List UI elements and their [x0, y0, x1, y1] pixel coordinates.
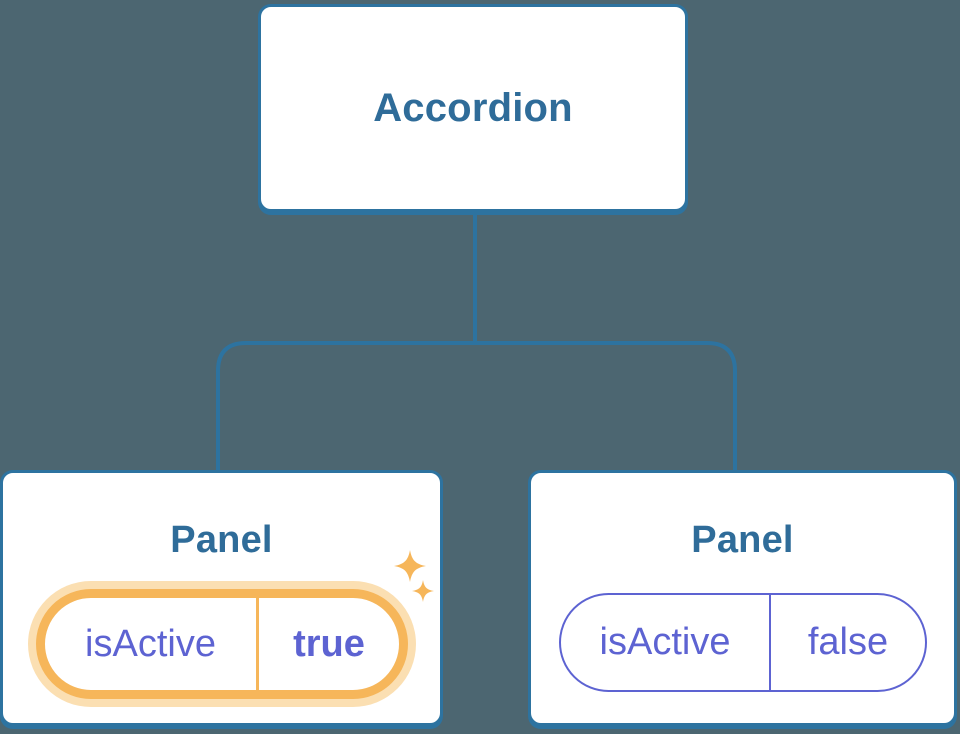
state-value-label: false [807, 621, 889, 663]
panel-node-active: Panel isActive true [0, 470, 443, 726]
panel-node-inactive: Panel isActive false [528, 470, 957, 726]
state-key-label: isActive [561, 595, 771, 690]
state-value-label: true [293, 622, 365, 665]
sparkle-icon [394, 550, 434, 602]
state-pill-inactive: isActive false [559, 593, 927, 692]
state-key-label: isActive [45, 598, 259, 690]
connector-branch [216, 341, 737, 471]
panel-node-label: Panel [170, 519, 273, 561]
state-pill-active: isActive true [36, 589, 408, 699]
panel-node-label: Panel [691, 519, 794, 561]
accordion-node: Accordion [258, 4, 688, 212]
accordion-node-label: Accordion [373, 85, 573, 130]
